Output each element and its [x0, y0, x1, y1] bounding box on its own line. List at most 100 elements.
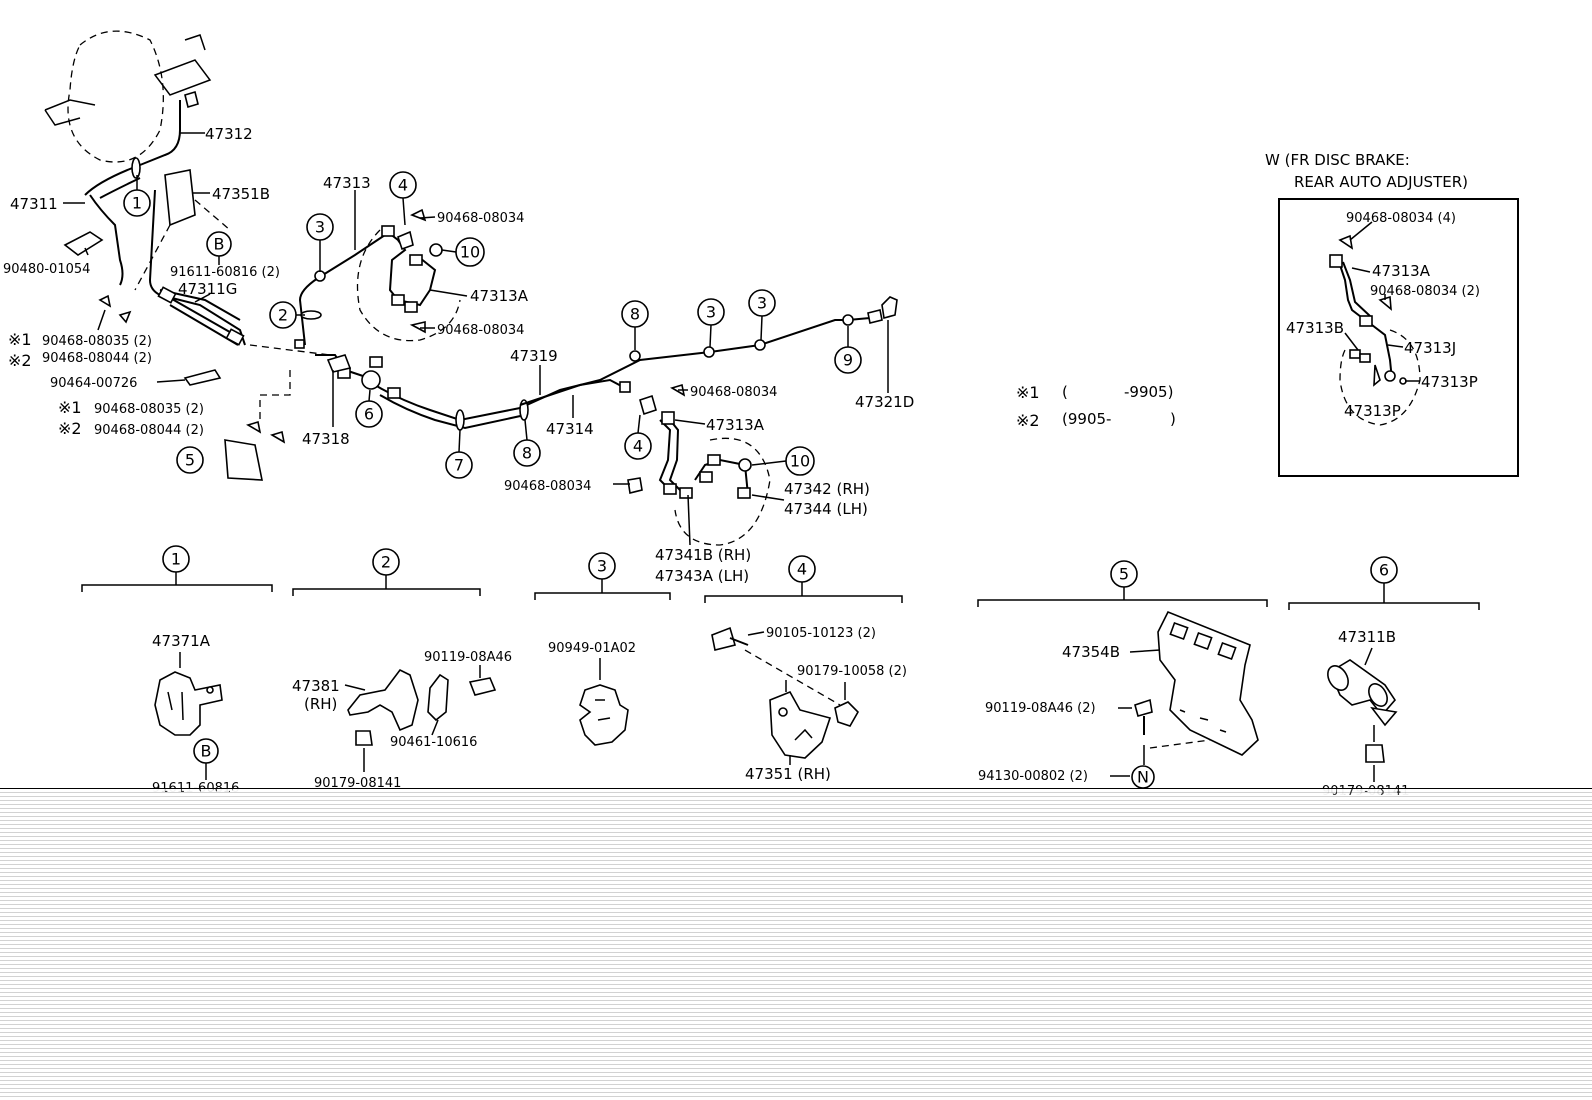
callout-10a: 10: [460, 243, 480, 262]
g4-label-47351-rh: 47351 (RH): [745, 765, 831, 783]
group-4-number: 4: [797, 560, 807, 579]
g6-label-47311b: 47311B: [1338, 628, 1396, 646]
g1-label-47371a: 47371A: [152, 632, 211, 650]
g4-label-90179-10058: 90179-10058 (2): [797, 664, 907, 679]
label-47344-lh: 47344 (LH): [784, 500, 868, 518]
label-kome2-a: ※2: [8, 351, 32, 370]
brake-line-47311-47312: [84, 100, 246, 346]
group-1-clamp-47371a: 47371A B 91611-60816: [152, 632, 239, 796]
label-47311g: 47311G: [178, 280, 237, 298]
g5-marker-n: N: [1137, 768, 1149, 787]
inset-title-line2: REAR AUTO ADJUSTER): [1294, 173, 1468, 191]
bracket-47351b: [134, 169, 231, 291]
g2-label-90179-08141: 90179-08141: [314, 776, 401, 791]
g2-label-47381: 47381: [292, 677, 340, 695]
callouts-top: 1 2 3 4 10 5 6 7 8 8 3 3 9 4 10 B: [123, 171, 862, 479]
g1-marker-b: B: [201, 742, 212, 761]
group-4-bracket-47351: 90105-10123 (2) 90179-10058 (2) 47351 (R…: [711, 626, 907, 783]
callout-4b: 4: [633, 437, 643, 456]
label-47318: 47318: [302, 430, 350, 448]
g5-label-94130-00802: 94130-00802 (2): [978, 769, 1088, 784]
left-dashed-connections: [98, 294, 331, 420]
callout-2: 2: [278, 306, 288, 325]
callout-1: 1: [132, 194, 142, 213]
inset-label-47313p-b: 47313P: [1344, 402, 1401, 420]
callout-leaders: [63, 132, 889, 546]
rear-wheel-cylinder-right: [627, 383, 771, 546]
label-47321d: 47321D: [855, 393, 914, 411]
group-1-number: 1: [171, 550, 181, 569]
group-6-clamp-47311b: 47311B 90179-08141: [1322, 628, 1409, 799]
group-2-number: 2: [381, 553, 391, 572]
callout-10b: 10: [790, 452, 810, 471]
inset-label-47313p-a: 47313P: [1421, 373, 1478, 391]
label-47314: 47314: [546, 420, 594, 438]
label-kome1-b: ※1: [58, 398, 82, 417]
fitting-47318-group: [294, 339, 401, 399]
legend-2-value: (9905-: [1062, 410, 1111, 428]
hose-47311g: [157, 286, 245, 346]
rear-wheel-cylinder-left: [356, 208, 461, 342]
group-6-number: 6: [1379, 561, 1389, 580]
inset-w-panel: W (FR DISC BRAKE: REAR AUTO ADJUSTER) 90…: [1265, 151, 1519, 477]
label-90468-08034-d: 90468-08034: [504, 479, 591, 494]
label-90468-08044-b: 90468-08044 (2): [94, 423, 204, 438]
label-91611-60816: 91611-60816 (2): [170, 265, 280, 280]
label-47313: 47313: [323, 174, 371, 192]
group-headers: 1 2 3 4 5 6: [81, 545, 1480, 610]
inset-label-90468-08034-4: 90468-08034 (4): [1346, 211, 1456, 226]
label-47341b-rh: 47341B (RH): [655, 546, 751, 564]
label-47313a-b: 47313A: [706, 416, 765, 434]
group-3-number: 3: [597, 557, 607, 576]
label-kome2-b: ※2: [58, 419, 82, 438]
legend-2-close: ): [1170, 410, 1176, 428]
g2-label-rh: (RH): [304, 695, 337, 713]
label-47342-rh: 47342 (RH): [784, 480, 870, 498]
callout-8b: 8: [630, 305, 640, 324]
label-90468-08034-c: 90468-08034: [690, 385, 777, 400]
group-3-clamp-90949-01a02: 90949-01A02: [548, 641, 636, 746]
callout-3a: 3: [315, 218, 325, 237]
callout-5a: 5: [185, 451, 195, 470]
label-47343a-lh: 47343A (LH): [655, 567, 749, 585]
group-5-bracket-47354b: 47354B 90119-08A46 (2) 94130-00802 (2) N: [978, 610, 1259, 789]
group-5-number: 5: [1119, 565, 1129, 584]
label-47319: 47319: [510, 347, 558, 365]
callout-7: 7: [454, 456, 464, 475]
label-47351b: 47351B: [212, 185, 270, 203]
scan-noise-region: [0, 788, 1592, 1100]
label-47311: 47311: [10, 195, 58, 213]
inset-label-47313b: 47313B: [1286, 319, 1344, 337]
label-90468-08035-b: 90468-08035 (2): [94, 402, 204, 417]
callout-9: 9: [843, 351, 853, 370]
inset-label-90468-08034-2: 90468-08034 (2): [1370, 284, 1480, 299]
g2-label-90119-08a46: 90119-08A46: [424, 650, 512, 665]
callout-3c: 3: [757, 294, 767, 313]
brake-line-47314: [519, 378, 631, 406]
legend-1-open: (: [1062, 383, 1068, 401]
top-labels: 47312 47311 47351B 90480-01054 91611-608…: [3, 125, 914, 585]
callout-3b: 3: [706, 303, 716, 322]
label-kome1-a: ※1: [8, 330, 32, 349]
legend-kome2: ※2: [1016, 411, 1040, 430]
bracket-5-lower-left: [224, 420, 286, 481]
label-90468-08035-a: 90468-08035 (2): [42, 334, 152, 349]
g4-label-90105-10123: 90105-10123 (2): [766, 626, 876, 641]
inset-title-line1: W (FR DISC BRAKE:: [1265, 151, 1410, 169]
group-2-clamp-47381: 47381 (RH) 90119-08A46 90461-10616 90179…: [292, 650, 512, 791]
g5-label-47354b: 47354B: [1062, 643, 1120, 661]
legend-1-value: -9905): [1124, 383, 1173, 401]
master-cylinder-outline: [44, 30, 212, 163]
g3-label-90949-01a02: 90949-01A02: [548, 641, 636, 656]
clip-90480-01054: [63, 231, 104, 256]
legend: ※1 ( -9905) ※2 (9905- ): [1016, 383, 1176, 430]
label-90468-08044-a: 90468-08044 (2): [42, 351, 152, 366]
label-90480-01054: 90480-01054: [3, 262, 90, 277]
inset-label-47313a: 47313A: [1372, 262, 1431, 280]
label-47313a-a: 47313A: [470, 287, 529, 305]
label-47312: 47312: [205, 125, 253, 143]
g5-label-90119-08a46: 90119-08A46 (2): [985, 701, 1096, 716]
marker-b-top: B: [214, 235, 225, 254]
callout-8a: 8: [522, 444, 532, 463]
